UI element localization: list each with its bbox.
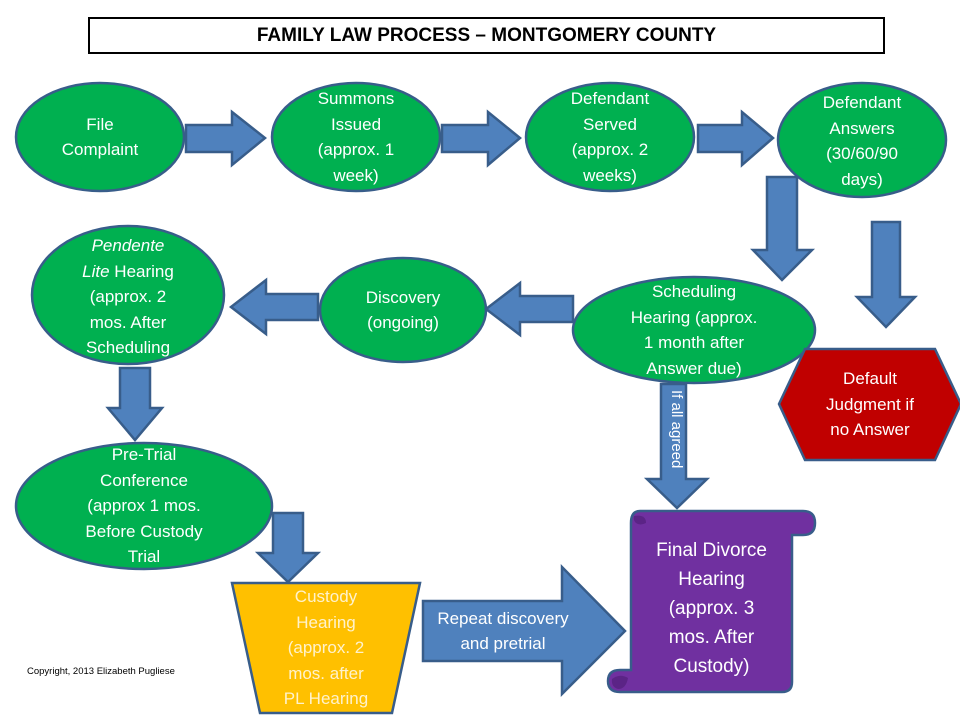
arrow-right-3 [696,109,775,168]
node-custody-shape [230,581,422,715]
arrow-left-to-discovery [483,280,575,338]
node-default-judgment-shape [777,347,960,462]
node-pre-trial-conference: Pre-Trial Conference (approx 1 mos. Befo… [85,445,203,567]
page-title: FAMILY LAW PROCESS – MONTGOMERY COUNTY [88,17,885,54]
node-summons-issued: Summons Issued (approx. 1 week) [317,89,395,185]
pendente-rest: Hearing (approx. 2 mos. After Scheduling [85,261,174,358]
arrow-down-to-default [854,220,918,329]
node-pretrial-shape [14,441,274,571]
pendente-italic: Pendente [91,236,165,256]
node-file-complaint-shape [14,81,186,193]
node-served-shape [524,81,696,193]
arrow-down-to-pretrial [105,366,165,442]
node-defendant-served: Defendant Served (approx. 2 weeks) [570,89,650,185]
arrow-right-2 [440,109,522,168]
node-file-complaint: File Complaint [61,114,139,160]
node-custody-hearing: Custody Hearing (approx. 2 mos. after PL… [283,587,369,709]
arrow-down-to-scheduling [750,175,816,282]
node-scheduling-shape [571,275,817,385]
arrow-repeat-discovery [421,563,627,698]
arrow-if-all-agreed [643,382,711,510]
node-default-judgment: Default Judgment if no Answer [826,369,914,440]
node-final-divorce-hearing: Final Divorce Hearing (approx. 3 mos. Af… [656,539,767,677]
arrow-repeat-label: Repeat discovery and pretrial [437,608,569,654]
node-scheduling-hearing: Scheduling Hearing (approx. 1 month afte… [630,282,758,378]
node-discovery: Discovery (ongoing) [365,287,441,333]
copyright-text: Copyright, 2013 Elizabeth Pugliese [27,666,175,677]
node-summons-shape [270,81,442,193]
arrow-if-all-agreed-label: If all agreed [668,390,685,469]
node-pendente-shape [30,224,226,366]
arrow-down-to-custody [254,511,322,584]
arrow-right-1 [184,109,267,168]
arrow-left-to-pendente [228,277,320,337]
lite-italic: Lite [82,261,110,281]
node-answers-shape [776,81,948,199]
node-final-divorce-shape [606,509,817,694]
node-defendant-answers: Defendant Answers (30/60/90 days) [822,93,902,189]
